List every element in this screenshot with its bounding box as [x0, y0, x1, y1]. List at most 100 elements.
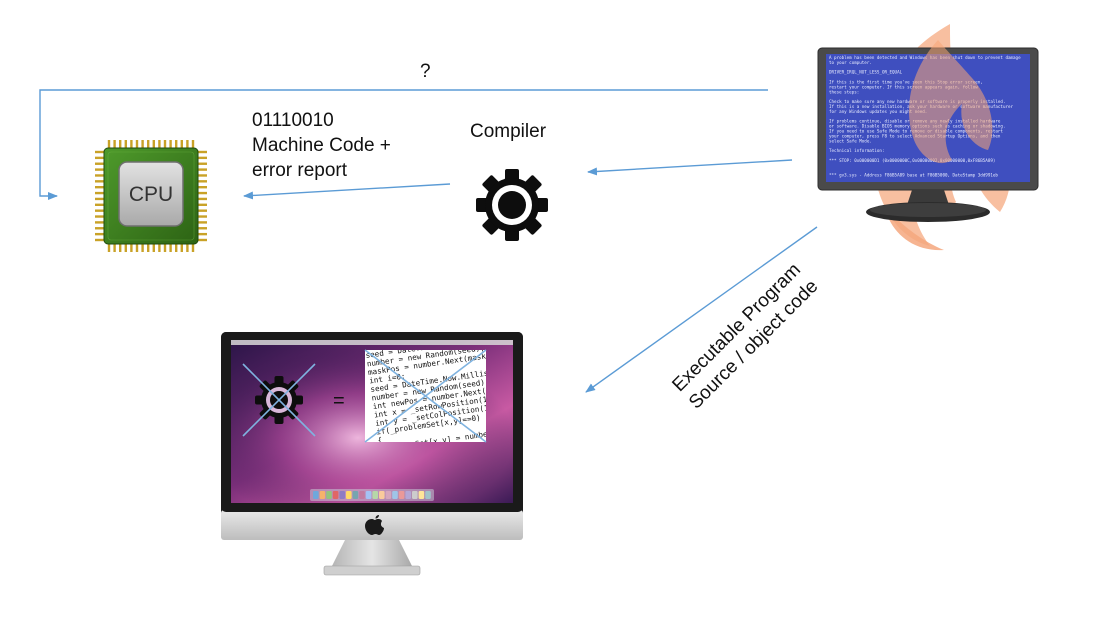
cpu-pin [95, 156, 105, 160]
cpu-pin [197, 156, 207, 160]
cpu-pin [119, 243, 122, 252]
cpu-die-label: CPU [129, 183, 173, 206]
cpu-pin [95, 238, 105, 242]
cpu-pin [95, 215, 105, 218]
cpu-pin [191, 140, 195, 149]
cpu-pin [197, 191, 207, 195]
gear-icon [476, 169, 548, 241]
cpu-pin [95, 180, 105, 183]
apple-logo-icon [365, 515, 384, 535]
cpu-pin [197, 238, 207, 242]
bsod-line: select Safe Mode. [829, 138, 872, 143]
cpu-pin [152, 140, 155, 149]
cpu-pin [95, 197, 105, 201]
executable-label: Executable Program Source / object code [668, 259, 822, 413]
cpu-pin [95, 232, 105, 236]
bsod-line: DRIVER_IRQL_NOT_LESS_OR_EQUAL [829, 70, 903, 75]
cpu-pin [169, 140, 172, 149]
dock-icon [313, 491, 319, 499]
cpu-pin [113, 140, 116, 149]
cpu-pin [147, 140, 150, 149]
cpu-pin [141, 243, 144, 252]
imac-icon: = seed = DateTime.Now.Millisecond;number… [221, 332, 523, 576]
cpu-pin [197, 215, 207, 218]
arrow-monitor-to-cpu-question [39, 89, 768, 200]
dock-icon [372, 491, 378, 499]
code-snippet: seed = DateTime.Now.Millisecond;number =… [364, 349, 487, 446]
cpu-pin [130, 140, 133, 149]
cpu-pin [95, 191, 105, 195]
cpu-pin [197, 197, 207, 201]
cpu-pin [158, 140, 161, 149]
cpu-pin [191, 243, 195, 252]
dock-icon [379, 491, 385, 499]
cpu-pin [197, 221, 207, 224]
bsod-line: *** STOP: 0x000000D1 (0x0000000C,0x00000… [829, 158, 995, 163]
cpu-pin [180, 243, 183, 252]
cpu-pin [169, 243, 172, 252]
cpu-pin [197, 168, 207, 171]
dock-icon [326, 491, 332, 499]
cpu-pin [107, 140, 111, 149]
cpu-pin [124, 243, 127, 252]
arrow-compiler-to-cpu [243, 183, 451, 200]
cpu-pin [95, 168, 105, 171]
equals-sign: = [333, 390, 345, 412]
dock-icon [346, 491, 352, 499]
cpu-pin [186, 243, 189, 252]
cpu-pin [95, 174, 105, 177]
machine-code-label-line2: Machine Code + [252, 135, 391, 156]
bsod-line: to your computer. [829, 60, 872, 65]
cpu-pin [119, 140, 122, 149]
crossed-gear-icon [242, 363, 316, 437]
machine-code-label-line3: error report [252, 160, 348, 181]
dock-icon [365, 491, 372, 499]
dock-icon [392, 491, 398, 499]
dock-icon [352, 491, 359, 499]
cpu-pin [186, 140, 189, 149]
cpu-pin [163, 140, 167, 149]
cpu-pin [197, 162, 207, 165]
bsod-line: these steps: [829, 89, 859, 94]
cpu-pin [141, 140, 144, 149]
cpu-pin [95, 162, 105, 165]
cpu-pin [197, 209, 207, 212]
cpu-pin [135, 140, 139, 149]
cpu-pin [124, 140, 127, 149]
compiler-label: Compiler [470, 121, 547, 142]
dock-icon [425, 491, 431, 499]
dock-icon [418, 491, 425, 499]
dock-icon [412, 491, 418, 499]
cpu-pin [95, 227, 105, 230]
cpu-pin [180, 140, 183, 149]
cpu-pin [95, 221, 105, 224]
cpu-pin [197, 186, 207, 189]
cpu-pin [107, 243, 111, 252]
cpu-pin [197, 227, 207, 230]
cpu-pin [163, 243, 167, 252]
code-line: { [377, 436, 383, 446]
cpu-pin [130, 243, 133, 252]
cpu-pin [197, 150, 207, 154]
cpu-pins [95, 140, 207, 252]
cpu-pin [197, 174, 207, 177]
arrow-monitor-to-compiler [587, 159, 793, 176]
cpu-pin [95, 209, 105, 212]
dock-icon [398, 491, 405, 499]
dock-icon [339, 491, 345, 499]
cpu-pin [158, 243, 161, 252]
bsod-line: If this is the first time you've seen th… [829, 80, 983, 85]
dock-icon [359, 491, 365, 499]
dock-icons [313, 491, 431, 499]
dock-icon [405, 491, 411, 499]
cpu-pin [95, 150, 105, 154]
bsod-line: for any Windows updates you might need. [829, 109, 927, 114]
bsod-line: restart your computer. If this screen ap… [829, 84, 978, 89]
flame-monitor-icon: A problem has been detected and Windows … [817, 24, 1039, 251]
cpu-pin [197, 180, 207, 183]
cpu-pin [197, 232, 207, 236]
dock-icon [385, 491, 392, 499]
cpu-pin [135, 243, 139, 252]
cpu-pin [175, 140, 178, 149]
